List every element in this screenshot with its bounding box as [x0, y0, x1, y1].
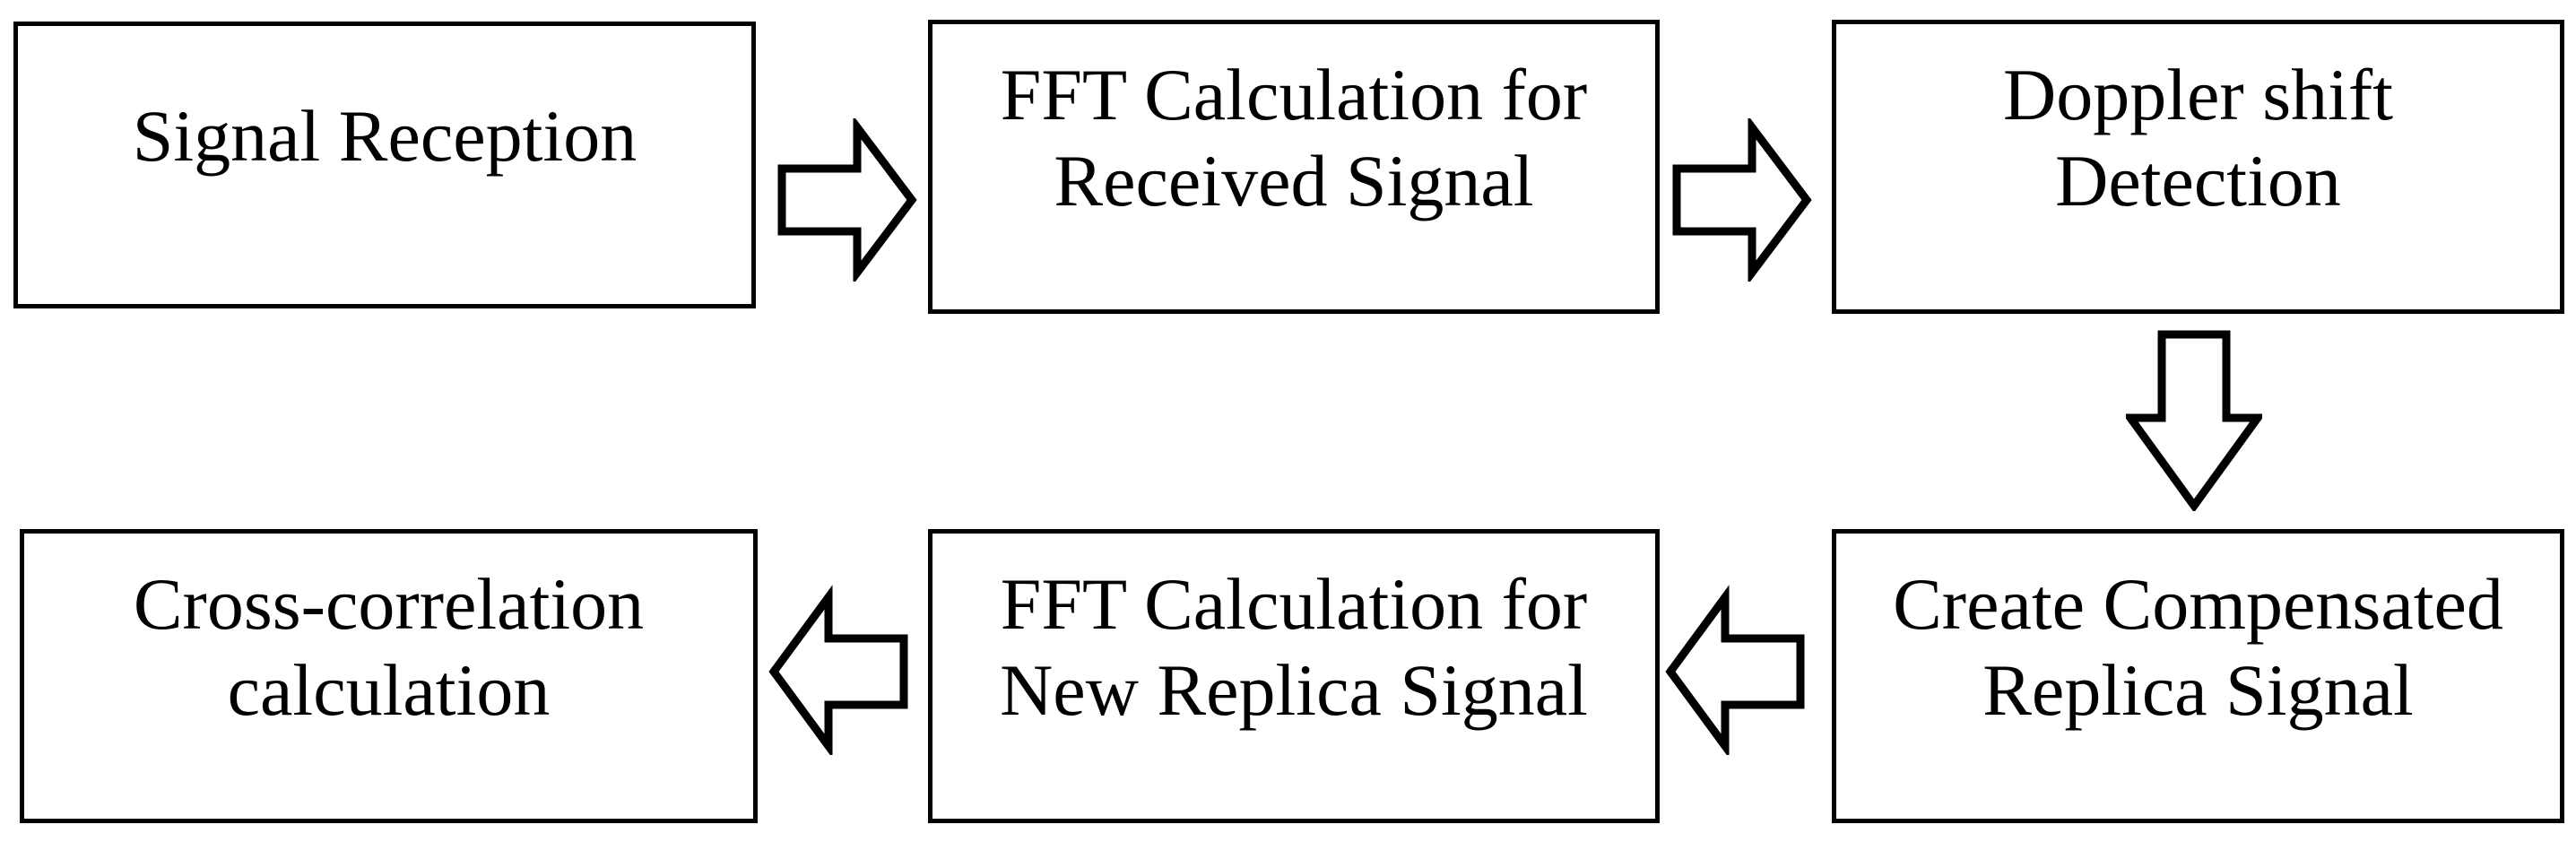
flow-box-cross-correlation: Cross-correlation calculation — [20, 529, 758, 823]
arrow-left-icon — [1665, 585, 1805, 755]
arrow-right-icon — [1672, 118, 1812, 282]
flow-box-label: Create Compensated — [1893, 563, 2503, 645]
flow-box-fft-new-replica-signal: FFT Calculation for New Replica Signal — [928, 529, 1660, 823]
flow-box-label: Doppler shift — [2003, 54, 2393, 135]
flow-box-label: Cross-correlation — [133, 563, 645, 645]
flow-box-label: Received Signal — [1054, 140, 1534, 221]
flow-box-label: Replica Signal — [1982, 649, 2414, 731]
flow-box-label: FFT Calculation for — [1000, 54, 1588, 135]
arrow-left-icon — [768, 585, 908, 755]
flow-box-doppler-shift-detection: Doppler shift Detection — [1832, 20, 2564, 314]
flow-box-label: calculation — [227, 649, 551, 731]
flow-box-label: FFT Calculation for — [1000, 563, 1588, 645]
flow-box-label: New Replica Signal — [1000, 649, 1588, 731]
arrow-right-icon — [777, 118, 917, 282]
arrow-down-icon — [2126, 330, 2262, 511]
flow-box-label: Detection — [2055, 140, 2341, 221]
flow-box-fft-received-signal: FFT Calculation for Received Signal — [928, 20, 1660, 314]
flow-box-signal-reception: Signal Reception — [13, 22, 756, 308]
flow-box-create-compensated-replica: Create Compensated Replica Signal — [1832, 529, 2564, 823]
flow-box-label: Signal Reception — [132, 95, 637, 177]
